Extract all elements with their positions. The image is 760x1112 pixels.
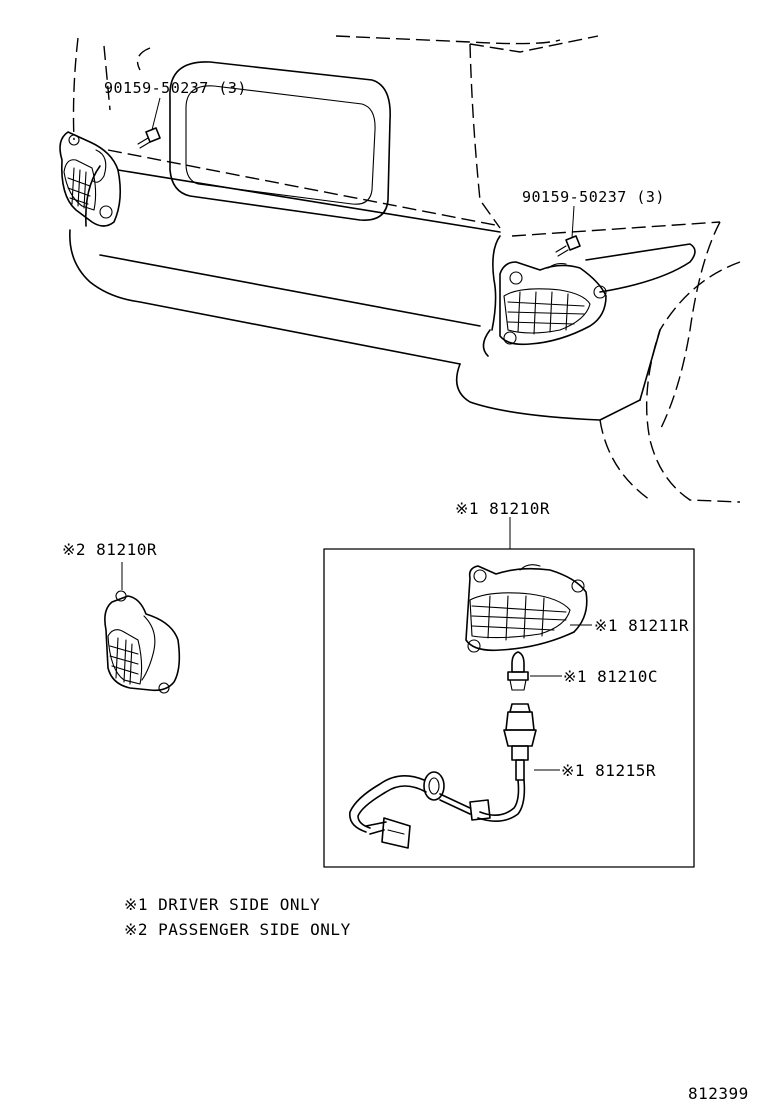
callout-lens: ※1 81211R <box>594 616 689 635</box>
bolt-right <box>555 235 581 257</box>
leader-bolt-right <box>571 205 575 239</box>
installed-lamp-right <box>499 261 607 346</box>
diagram-number: 812399 <box>688 1084 749 1103</box>
lens-drawing <box>465 564 588 653</box>
passenger-lamp-drawing <box>104 590 181 694</box>
installed-lamp-left <box>59 131 122 227</box>
callout-passenger-lamp-assy: ※2 81210R <box>62 540 157 559</box>
callout-driver-lamp-assy: ※1 81210R <box>455 499 550 518</box>
rear-bumper <box>69 165 696 421</box>
note-passenger-side: ※2 PASSENGER SIDE ONLY <box>124 920 351 939</box>
driver-lamp-detail-box <box>323 548 695 868</box>
callout-bolt-right: 90159-50237 (3) <box>522 188 665 206</box>
license-plate-recess <box>169 61 391 221</box>
callout-bolt-left: 90159-50237 (3) <box>104 79 247 97</box>
bolt-left <box>137 127 161 149</box>
callout-bulb: ※1 81210C <box>563 667 658 686</box>
bulb-drawing <box>507 651 529 691</box>
socket-wire-drawing <box>349 703 537 849</box>
callout-socket-wire: ※1 81215R <box>561 761 656 780</box>
note-driver-side: ※1 DRIVER SIDE ONLY <box>124 895 320 914</box>
leader-bolt-left <box>151 97 161 131</box>
vehicle-body-outline <box>72 35 741 503</box>
